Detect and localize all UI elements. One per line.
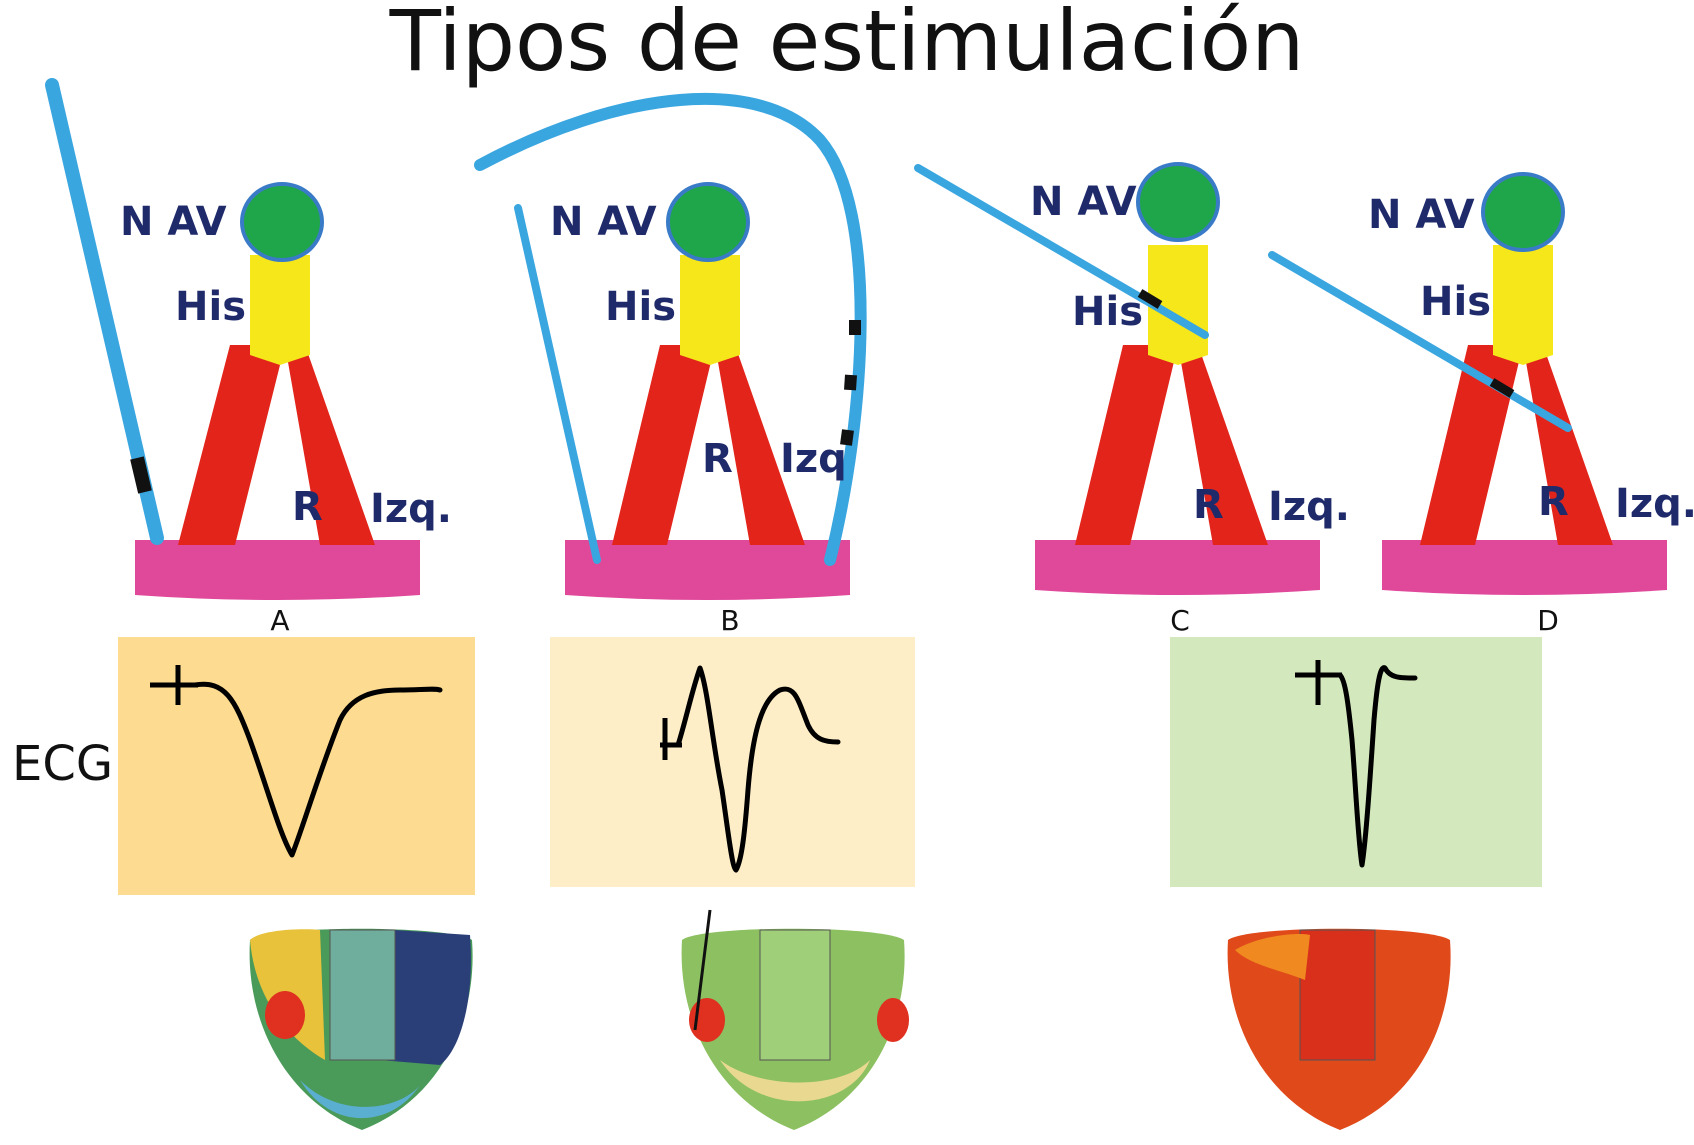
page-title: Tipos de estimulación (389, 0, 1305, 90)
panel-letter-c: C (1170, 604, 1190, 637)
av-node-label-c: N AV (1030, 179, 1137, 225)
heart-model-a (250, 929, 473, 1130)
right-branch-label-b: R (702, 436, 733, 482)
av-node-label-b: N AV (550, 199, 657, 245)
av-node-b (668, 184, 748, 260)
right-branch-label-a: R (292, 484, 323, 530)
panel-letter-d: D (1537, 604, 1559, 637)
av-node-c (1138, 164, 1218, 240)
panel-d: N AV His R Izq. D (1272, 174, 1694, 637)
his-label-b: His (605, 284, 676, 330)
right-branch-b (612, 345, 715, 545)
heart-zone-red-b1 (689, 998, 725, 1042)
pacing-lead-b-right (518, 208, 597, 560)
myocardium-base-c (1035, 540, 1320, 595)
his-label-d: His (1420, 279, 1491, 325)
right-branch-a (178, 345, 285, 545)
panel-c: N AV His R Izq. C (918, 164, 1350, 637)
ecg-box-a (118, 637, 475, 895)
av-node-d (1483, 174, 1563, 250)
panel-b: N AV His R Izq B (480, 99, 861, 637)
heart-cutaway-b (760, 930, 830, 1060)
ecg-panel-b (550, 637, 915, 887)
his-label-c: His (1072, 289, 1143, 335)
ecg-label: ECG (12, 736, 113, 792)
av-node-label-d: N AV (1368, 192, 1475, 238)
left-branch-label-b: Izq (780, 436, 847, 482)
heart-model-c (1228, 929, 1451, 1130)
his-bundle-a (250, 255, 310, 365)
lead-electrode-a (137, 458, 145, 492)
ecg-panel-c (1170, 637, 1542, 887)
left-branch-label-d: Izq. (1615, 481, 1694, 527)
right-branch-label-c: R (1193, 482, 1224, 528)
left-branch-label-c: Izq. (1268, 484, 1350, 530)
av-node-a (242, 184, 322, 260)
right-branch-c (1075, 345, 1178, 545)
right-branch-label-d: R (1538, 479, 1569, 525)
panel-letter-b: B (720, 604, 739, 637)
his-bundle-d (1493, 245, 1553, 365)
panel-letter-a: A (270, 604, 289, 637)
heart-zone-red-b2 (877, 998, 909, 1042)
left-branch-label-a: Izq. (370, 486, 452, 532)
myocardium-base-b (565, 540, 850, 600)
myocardium-base-a (135, 540, 420, 600)
lead-electrode-b2 (850, 375, 851, 390)
av-node-label-a: N AV (120, 199, 227, 245)
myocardium-base-d (1382, 540, 1667, 595)
his-label-a: His (175, 284, 246, 330)
heart-cutaway-c (1300, 930, 1375, 1060)
ecg-panel-a (118, 637, 475, 895)
heart-cutaway-a (330, 930, 395, 1060)
his-bundle-b (680, 255, 740, 365)
heart-model-b (682, 910, 909, 1130)
heart-zone-red-a (265, 991, 305, 1039)
panel-a: N AV His R Izq. A (52, 85, 452, 637)
